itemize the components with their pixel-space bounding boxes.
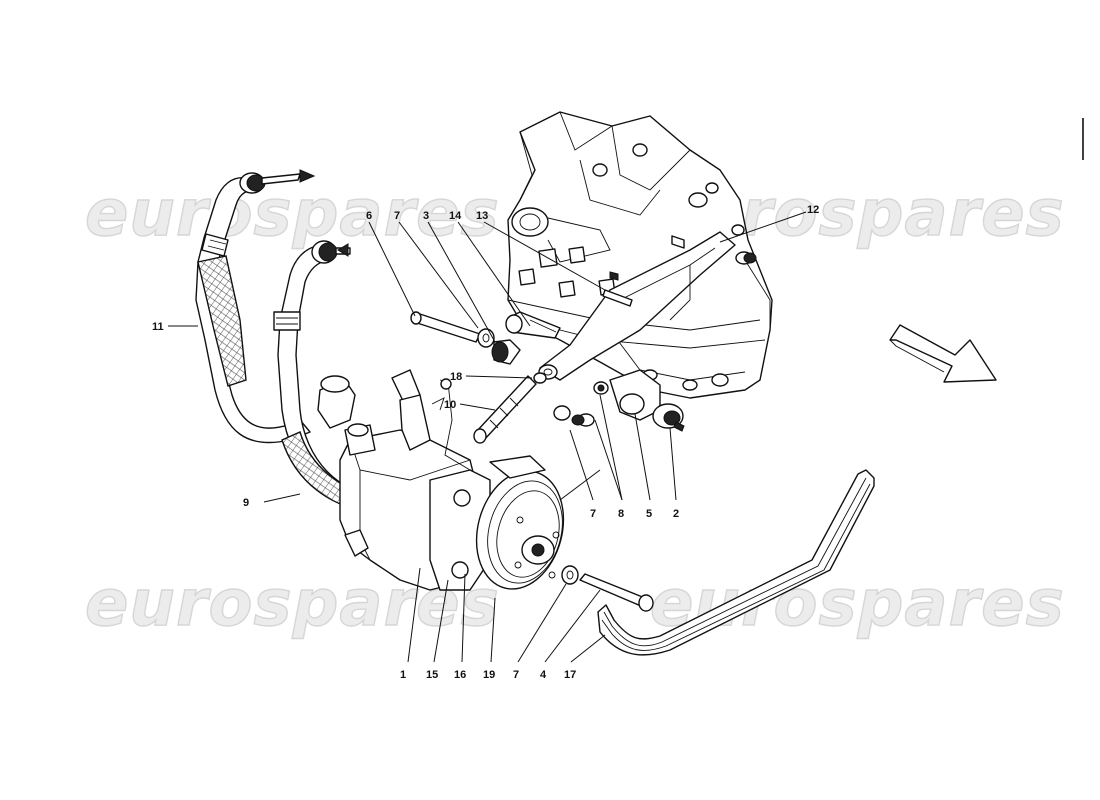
- callout-14: 14: [449, 210, 462, 222]
- direction-arrow: [889, 324, 997, 383]
- compressor: [317, 369, 565, 591]
- callout-5: 5: [646, 508, 652, 520]
- callouts: 6 7 3 14 13 12 11 18 10 9 7 8 5 2 1 15 1…: [152, 204, 819, 681]
- belt-17: [597, 469, 875, 656]
- callout-4: 4: [540, 669, 547, 681]
- leader-lines: [168, 211, 807, 663]
- bolt-10: [473, 372, 547, 444]
- watermark-top-left: eurospares: [85, 177, 500, 251]
- callout-13: 13: [476, 210, 488, 222]
- engine-block: [507, 111, 773, 421]
- callout-11: 11: [152, 321, 164, 333]
- callout-19: 19: [483, 669, 495, 681]
- small-hardware: [553, 381, 609, 585]
- callout-16: 16: [454, 669, 466, 681]
- callout-17: 17: [564, 669, 576, 681]
- bushing-2: [652, 403, 685, 432]
- callout-7-mid: 7: [590, 508, 596, 520]
- callout-9: 9: [243, 497, 249, 509]
- callout-2: 2: [673, 508, 679, 520]
- callout-6: 6: [366, 210, 372, 222]
- callout-1: 1: [400, 669, 406, 681]
- callout-7-bottom: 7: [513, 669, 519, 681]
- callout-18: 18: [450, 371, 462, 383]
- callout-3: 3: [423, 210, 429, 222]
- watermark-bottom-right: eurospares: [650, 567, 1065, 641]
- bolt-4: [579, 573, 654, 612]
- watermark-bottom-left: eurospares: [85, 567, 500, 641]
- callout-15: 15: [426, 669, 438, 681]
- upper-mount-bolts: [410, 311, 561, 365]
- callout-12: 12: [807, 204, 819, 216]
- callout-10: 10: [444, 399, 456, 411]
- callout-7-top: 7: [394, 210, 400, 222]
- callout-8: 8: [618, 508, 624, 520]
- watermarks: eurospares eurospares eurospares eurospa…: [84, 176, 1065, 641]
